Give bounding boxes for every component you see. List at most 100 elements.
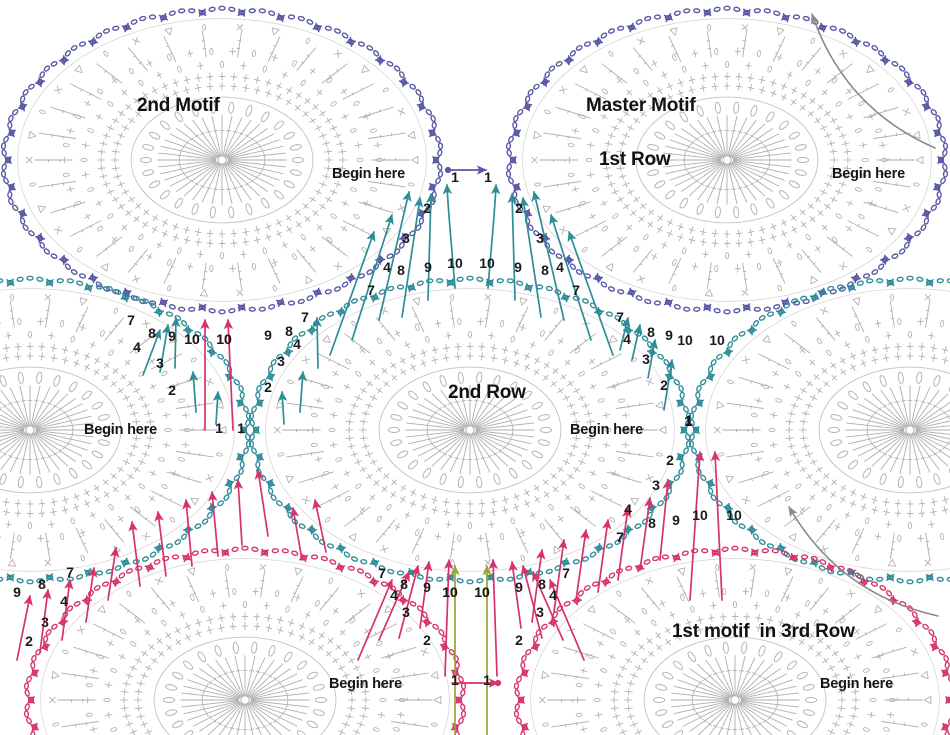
step-number-join-top-center-purple-to-teal-2: 2 — [423, 200, 431, 216]
join-arrow-join-top-center-purple-to-teal-7 — [531, 191, 565, 321]
join-arrow-join-top-center-purple-to-teal-8 — [351, 214, 394, 341]
step-number-join-top-center-purple-to-teal-9: 7 — [572, 282, 580, 298]
step-number-join-bottom-center-crimson-12: 9 — [423, 579, 431, 595]
step-number-join-vertical-olive-1: 10 — [474, 584, 490, 600]
step-number-join-bottom-center-crimson-7: 4 — [549, 587, 557, 603]
step-number-join-top-center-purple-to-teal-8: 7 — [367, 282, 375, 298]
join-arrow-join-left-teal-17 — [212, 390, 223, 425]
join-arrow-join-left-crimson-38 — [16, 595, 33, 661]
step-number-join-bottom-center-crimson-14: 10 — [442, 584, 458, 600]
step-number-join-top-left-crimson-up-1: 10 — [216, 331, 232, 347]
direction-arrow-bottom-right — [788, 506, 939, 617]
begin-here-bottom-left: Begin here — [329, 676, 402, 692]
join-arrow-join-top-center-purple-to-teal-3 — [442, 183, 456, 289]
motif-outline-motif-3rd-row-left — [23, 545, 467, 735]
step-number-join-top-center-purple-to-teal-5: 3 — [536, 230, 544, 246]
step-number-join-top-center-purple-to-teal-1: 1 — [484, 169, 492, 185]
step-number-join-right-crimson-0: 1 — [685, 412, 693, 428]
join-arrow-join-top-left-crimson-up-47 — [208, 490, 219, 557]
join-arrow-join-top-center-purple-to-teal-6 — [519, 196, 542, 318]
step-number-join-bottom-center-crimson-13: 9 — [515, 579, 523, 595]
motif-body-motif-2nd-row-center — [265, 288, 675, 572]
step-number-join-left-crimson-2: 4 — [60, 593, 68, 609]
begin-here-left-2nd-row: Begin here — [84, 422, 157, 438]
step-number-join-top-center-purple-to-teal-11: 8 — [541, 262, 549, 278]
join-arrow-join-top-center-purple-to-teal-2 — [425, 192, 436, 301]
motif-body-motif-master — [522, 18, 932, 302]
motif-outline-motif-2nd-row-left — [0, 275, 252, 585]
step-number-join-top-center-purple-to-teal-15: 10 — [479, 255, 495, 271]
motif-label-master-motif: Master Motif — [586, 95, 696, 116]
join-arrow-join-top-left-crimson-up-48 — [182, 498, 193, 567]
step-number-join-top-center-purple-to-teal-0: 1 — [451, 169, 459, 185]
join-arrow-join-right-crimson-56 — [639, 496, 654, 571]
join-arrow-join-bottom-center-crimson-28 — [443, 558, 454, 677]
step-number-join-left-teal-0: 1 — [215, 420, 223, 436]
join-arrow-join-top-center-purple-to-teal-0 — [378, 191, 412, 321]
join-arrow-join-top-center-purple-to-teal-10 — [329, 231, 376, 356]
join-arrow-join-top-center-purple-to-teal-11 — [567, 231, 614, 356]
step-number-join-left-crimson-0: 2 — [25, 633, 33, 649]
step-number-join-right-teal-8: 10 — [709, 332, 725, 348]
join-arrow-join-left-teal-19 — [297, 370, 308, 413]
step-number-join-right-crimson-3: 4 — [624, 501, 632, 517]
step-number-join-right-crimson-5: 8 — [648, 515, 656, 531]
step-number-join-right-crimson-8: 10 — [726, 507, 742, 523]
motif-body-motif-3rd-row-right — [530, 558, 940, 735]
join-arrow-join-bottom-center-crimson-26 — [398, 565, 421, 639]
join-arrow-join-top-left-crimson-up-49 — [154, 510, 167, 577]
step-number-join-left-teal-1: 1 — [237, 420, 245, 436]
step-number-join-bottom-center-crimson-1: 1 — [483, 672, 491, 688]
join-arrow-join-top-left-crimson-up-51 — [289, 506, 303, 561]
step-number-join-left-teal-4: 3 — [156, 355, 164, 371]
join-arrow-join-bottom-center-crimson-27 — [419, 560, 433, 629]
begin-here-bottom-right: Begin here — [820, 676, 893, 692]
step-number-join-left-teal-6: 4 — [133, 339, 141, 355]
step-number-join-left-teal-12: 9 — [168, 328, 176, 344]
step-number-join-bottom-center-crimson-11: 8 — [538, 576, 546, 592]
step-number-join-right-teal-1: 2 — [660, 377, 668, 393]
step-number-join-top-center-purple-to-teal-4: 3 — [402, 230, 410, 246]
begin-here-master-motif: Begin here — [832, 166, 905, 182]
motif-label-first-row: 1st Row — [599, 149, 671, 170]
begin-here-center-2nd-row: Begin here — [570, 422, 643, 438]
join-arrow-join-right-crimson-54 — [710, 450, 723, 601]
step-number-join-right-crimson-4: 7 — [616, 529, 624, 545]
step-number-join-right-crimson-7: 10 — [692, 507, 708, 523]
step-number-join-top-center-purple-to-teal-13: 9 — [514, 259, 522, 275]
motif-label-first-motif-3rd-row: 1st motif in 3rd Row — [672, 621, 855, 642]
join-arrow-join-bottom-center-crimson-25 — [378, 571, 410, 641]
step-number-join-top-center-purple-to-teal-10: 8 — [397, 262, 405, 278]
direction-arrows — [788, 13, 939, 617]
join-arrow-join-top-center-purple-to-teal-9 — [549, 214, 592, 341]
join-arrow-join-bottom-center-crimson-34 — [549, 579, 585, 661]
step-number-join-top-center-purple-to-teal-3: 2 — [515, 200, 523, 216]
step-number-join-top-center-purple-to-teal-14: 10 — [447, 255, 463, 271]
join-arrow-join-right-crimson-61 — [531, 548, 546, 623]
motif-outline-motif-3rd-row-right — [513, 545, 950, 735]
step-number-join-left-teal-10: 8 — [148, 325, 156, 341]
step-number-join-vertical-olive-0: 10 — [442, 584, 458, 600]
join-arrow-join-left-teal-20 — [312, 316, 322, 369]
join-arrow-join-bottom-center-crimson-33 — [357, 579, 393, 661]
step-number-join-bottom-center-crimson-0: 1 — [451, 672, 459, 688]
step-number-join-left-teal-14: 10 — [184, 331, 200, 347]
step-number-join-top-center-purple-to-teal-12: 9 — [424, 259, 432, 275]
motif-outline-motif-2nd — [0, 5, 444, 315]
step-number-join-bottom-center-crimson-15: 10 — [474, 584, 490, 600]
join-arrow-join-top-center-purple-to-teal-1 — [401, 196, 424, 318]
join-arrow-join-right-crimson-53 — [689, 450, 705, 601]
motif-outline-motif-2nd-row-right — [688, 275, 950, 585]
join-arrow-join-left-crimson-40 — [61, 578, 74, 641]
step-number-join-bottom-center-crimson-6: 4 — [390, 587, 398, 603]
join-arrow-join-right-teal-21 — [663, 358, 676, 411]
join-anchor-dot — [444, 166, 452, 174]
step-number-join-bottom-center-crimson-2: 2 — [423, 632, 431, 648]
join-arrow-join-top-left-crimson-up-44 — [223, 318, 234, 431]
join-arrow-join-left-crimson-42 — [107, 546, 120, 601]
join-arrow-join-right-crimson-55 — [659, 478, 672, 561]
